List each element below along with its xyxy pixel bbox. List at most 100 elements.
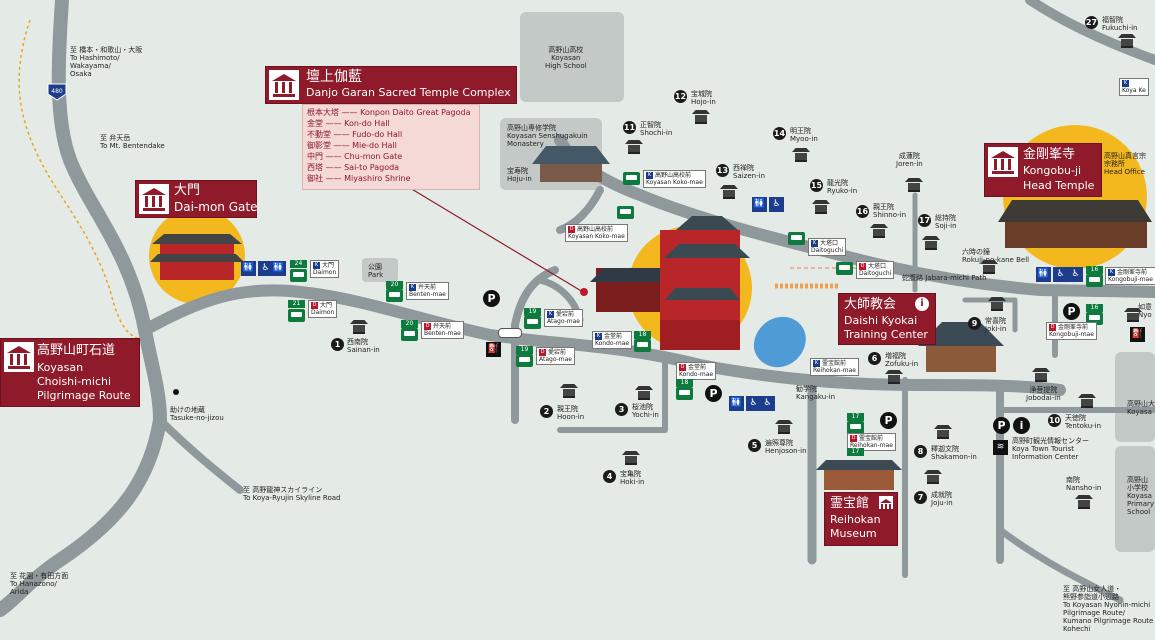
primary-school-block bbox=[1115, 446, 1155, 552]
bus-number: 16 bbox=[1086, 304, 1103, 312]
danjo-key: 根本大塔 —— Konpon Daito Great Pagoda 金堂 —— … bbox=[302, 104, 480, 190]
toilet-icon: 🚻 bbox=[271, 261, 286, 276]
danjo-pointer bbox=[409, 187, 584, 293]
choishi-jp: 高野山町石道 bbox=[37, 343, 116, 358]
toilet-icon: 🚻 bbox=[729, 396, 744, 411]
parking-icon: P bbox=[880, 412, 897, 429]
daimon-en: Dai-mon Gate bbox=[174, 200, 258, 214]
fuel-icon: ⛽ bbox=[486, 342, 501, 357]
pond bbox=[753, 316, 806, 368]
danjo-en: Danjo Garan Sacred Temple Complex bbox=[306, 86, 511, 99]
toilet-icon: 🚻 bbox=[241, 261, 256, 276]
jabara-label: 蛇腹路 Jabara-michi Path bbox=[902, 274, 987, 282]
danjo-banner: 壇上伽藍 Danjo Garan Sacred Temple Complex bbox=[265, 66, 517, 104]
temple-number: 14 bbox=[773, 127, 786, 140]
bus-icon bbox=[836, 262, 853, 275]
temple-icon bbox=[269, 70, 299, 100]
bus-icon bbox=[676, 387, 693, 400]
bus-icon bbox=[1086, 274, 1103, 287]
bus-number: 18 bbox=[634, 331, 651, 339]
bus-number: 18 bbox=[676, 379, 693, 387]
temple-number: 5 bbox=[748, 439, 761, 452]
temple-icon bbox=[924, 470, 942, 484]
temple-number: 2 bbox=[540, 405, 553, 418]
south-lane bbox=[557, 357, 668, 433]
daishi-jp: 大師教会 bbox=[844, 297, 897, 312]
temple-number: 6 bbox=[868, 352, 881, 365]
temple-icon bbox=[625, 140, 643, 154]
main-street bbox=[139, 284, 1066, 396]
temple-icon bbox=[988, 297, 1006, 311]
bus-icon bbox=[524, 316, 541, 329]
temple-number: 10 bbox=[1048, 414, 1061, 427]
temple-number: 9 bbox=[968, 317, 981, 330]
temple-icon bbox=[560, 384, 578, 398]
temple-icon bbox=[720, 185, 738, 199]
temple-number: 12 bbox=[674, 90, 687, 103]
temple-icon bbox=[4, 342, 34, 372]
bus-icon bbox=[847, 421, 864, 434]
bus-icon bbox=[516, 354, 533, 367]
bus-number: 17 bbox=[847, 413, 864, 421]
temple-icon bbox=[1124, 308, 1142, 322]
bus-icon bbox=[1086, 312, 1103, 325]
bus-icon bbox=[386, 289, 403, 302]
key-row: 根本大塔 —— Konpon Daito Great Pagoda bbox=[307, 108, 471, 117]
temple-icon bbox=[934, 425, 952, 439]
temple-icon bbox=[980, 260, 998, 274]
museum-icon bbox=[879, 496, 893, 509]
bus-number: 20 bbox=[401, 320, 418, 328]
temple-icon bbox=[792, 148, 810, 162]
kongobuji-illustration bbox=[998, 200, 1152, 248]
temple-number: 16 bbox=[856, 205, 869, 218]
danjo-pointer-dot bbox=[580, 288, 588, 296]
key-row: 西塔 —— Sai-to Pagoda bbox=[307, 163, 400, 172]
choishi-en3: Pilgrimage Route bbox=[37, 389, 131, 402]
wheelchair-icon: ♿ bbox=[746, 396, 761, 411]
bus-icon bbox=[623, 172, 640, 185]
temple-number: 17 bbox=[918, 214, 931, 227]
route-480 bbox=[0, 0, 167, 617]
atago-road bbox=[511, 266, 559, 424]
tasuke-dot bbox=[173, 389, 179, 395]
parking-icon: P bbox=[705, 385, 722, 402]
kongobuji-en2: Head Temple bbox=[1023, 179, 1095, 192]
bus-icon bbox=[788, 232, 805, 245]
high-school-block bbox=[520, 12, 624, 102]
daishi-banner: 大師教会 i Daishi Kyokai Training Center bbox=[838, 293, 936, 345]
bus-number: 19 bbox=[524, 308, 541, 316]
northeast-road bbox=[1025, 0, 1155, 65]
bus-number: 19 bbox=[516, 346, 533, 354]
